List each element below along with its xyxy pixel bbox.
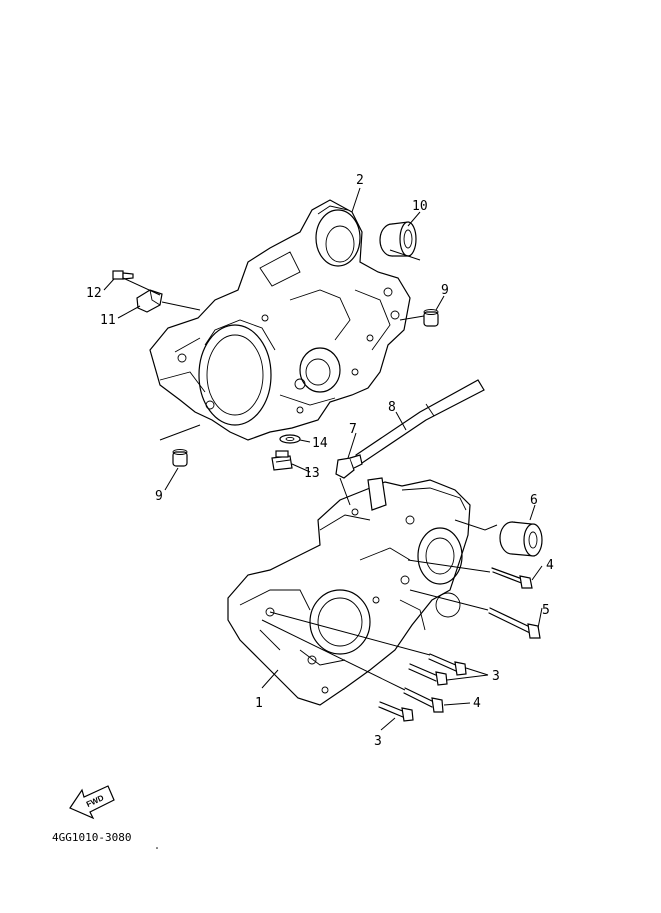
callout-3-lower: 3	[374, 734, 382, 749]
drawing-code: 4GG1010-3080	[52, 831, 131, 844]
part-7-breather-fitting	[335, 454, 363, 479]
callout-11: 11	[100, 313, 116, 328]
callout-9-upper: 9	[441, 283, 449, 298]
callout-5: 5	[542, 603, 550, 618]
part-9-dowel-upper	[423, 309, 439, 327]
callout-4-lower: 4	[473, 696, 481, 711]
crankcase-right-part-1	[227, 477, 471, 706]
callout-2: 2	[356, 173, 364, 188]
part-3-bolt-b	[408, 663, 448, 686]
callout-6: 6	[530, 493, 538, 508]
callout-labels: 2 10 9 12 11 9 14 13 7 8 6 4 5 3 4 1 3	[86, 173, 554, 749]
callout-10: 10	[412, 199, 428, 214]
part-5-bolt	[488, 607, 541, 639]
part-9-dowel-lower	[172, 449, 188, 467]
part-8-breather-hose	[355, 379, 485, 464]
crankcase-left-part-2	[149, 199, 411, 441]
part-14-washer	[279, 434, 301, 444]
speck	[156, 847, 158, 849]
callout-8: 8	[388, 400, 396, 415]
part-11-bracket	[136, 289, 163, 313]
callout-13: 13	[304, 466, 320, 481]
callout-9-lower: 9	[155, 489, 163, 504]
part-13-drain-plug	[271, 450, 293, 471]
part-3-bolt-a	[428, 653, 467, 676]
part-4-bolt-lower	[403, 687, 444, 713]
part-4-bolt-upper	[491, 567, 533, 589]
part-12-bolt	[112, 270, 134, 280]
callout-7: 7	[349, 422, 357, 437]
part-3-bolt-c	[378, 701, 414, 722]
leader-lines	[103, 187, 543, 731]
callout-1: 1	[255, 696, 263, 711]
callout-14: 14	[312, 436, 328, 451]
callout-4-upper: 4	[546, 558, 554, 573]
part-6-oil-seal	[499, 521, 543, 557]
callout-3-right: 3	[492, 669, 500, 684]
part-10-oil-seal	[379, 221, 417, 257]
callout-12: 12	[86, 286, 102, 301]
fwd-arrow-icon: FWD	[69, 785, 115, 820]
